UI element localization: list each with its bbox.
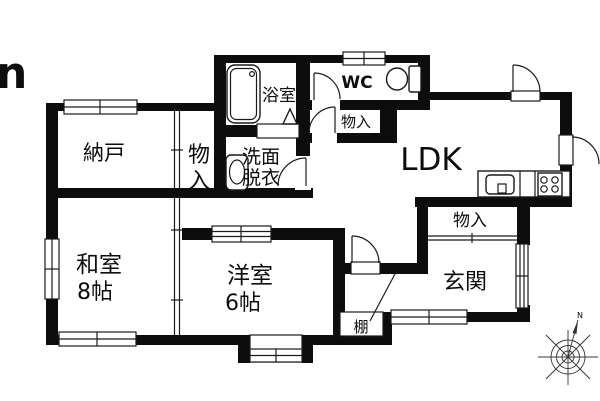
window-genkan-bottom [390,309,468,325]
window-wc-top [342,51,386,66]
label-wc: WC [341,73,372,93]
label-closet-wc: 物入 [341,113,371,131]
bay-window-youshitsu [249,334,303,363]
label-closet-west-char1: 物 [188,143,210,168]
window-nando-top [63,99,138,115]
door-wc-approach [308,106,336,134]
label-washitsu-size: 8帖 [77,280,113,305]
compass: N [538,311,598,385]
label-closet-genkan: 物入 [453,211,487,231]
toilet [385,65,422,93]
washbasin [225,154,249,191]
label-washroom-line2: 脱衣 [242,167,280,189]
kitchen-stove [537,172,563,197]
label-washitsu-name: 和室 [76,252,122,278]
fixtures [225,64,571,337]
shelf-leader-line [369,271,397,322]
sliding-door-washitsu-youshitsu [171,198,183,335]
door-wc [312,72,341,111]
kitchen-counter [477,170,571,198]
label-washroom-line1: 洗面 [242,146,280,168]
entrance-sliding-door [515,243,529,309]
watermark-letter: n [0,48,27,99]
compass-north-label: N [577,311,583,320]
room-labels: 納戸 物 入 浴室 洗面 脱衣 WC 物入 LDK 和室 8帖 洋室 6帖 玄関… [76,73,487,336]
sliding-door-nando-closet [171,111,183,188]
door-bathroom [256,123,300,139]
sliding-door-genkan-closet [428,233,517,243]
label-youshitsu-name: 洋室 [227,263,273,289]
label-ldk: LDK [400,142,462,178]
label-youshitsu-size: 6帖 [225,291,261,316]
window-washitsu-left [44,238,60,300]
bathtub [226,64,261,124]
windows [44,51,468,363]
label-nando: 納戸 [83,141,125,165]
door-washroom [277,156,311,190]
compass-needle [567,319,579,358]
door-hall-ldk [350,235,381,275]
window-washitsu-bottom [58,331,137,347]
door-ldk-east [558,134,600,166]
door-ldk-north [510,64,541,102]
hinged-doors [256,64,600,275]
label-shelf: 棚 [353,318,368,336]
label-genkan: 玄関 [443,270,487,295]
opening-youshitsu-top [211,225,272,243]
label-bath: 浴室 [262,86,296,106]
label-closet-west-char2: 入 [188,169,210,194]
shelf-alcove [339,271,397,337]
kitchen-sink [485,174,515,195]
bath-corner-symbol [281,107,299,125]
sliding-doors [171,111,529,335]
